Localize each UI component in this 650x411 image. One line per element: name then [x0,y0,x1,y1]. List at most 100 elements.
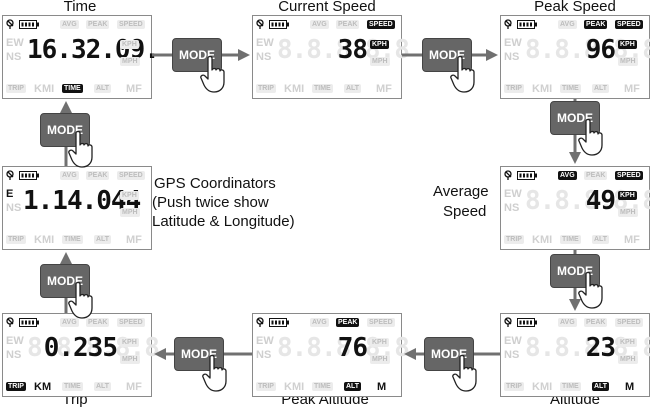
label-kmi: KMI [532,83,553,95]
badge-trip: TRIP [6,84,26,93]
mode-button-label: MODE [179,48,215,62]
label-ns: NS [504,349,520,361]
mode-button-peak-altitude-to-trip[interactable]: MODE [174,337,224,371]
label-ew: EW [504,188,522,200]
label-kmi: KMI [34,83,55,95]
badge-avg: AVG [558,20,577,29]
label-ew: EW [256,37,274,49]
pointing-hand-icon [200,56,225,93]
badge-peak: PEAK [584,171,608,180]
badge-alt: ALT [94,235,112,244]
satellite-icon [6,170,14,181]
current-speed-readout: 38 [337,35,368,65]
battery-icon [19,20,40,29]
label-mf: MF [126,381,142,393]
mode-button-average-to-altitude[interactable]: MODE [550,254,600,288]
badge-trip: TRIP [504,235,524,244]
badge-avg: AVG [60,171,79,180]
caption-average-line2: Speed [443,203,487,220]
battery-icon [19,171,40,180]
battery-icon [269,318,290,327]
badge-kph: KPH [120,338,139,347]
badge-speed-active: SPEED [615,171,643,180]
caption-gps-line2: (Push twice show [152,194,269,211]
label-m-active: M [377,381,387,393]
badge-trip-active: TRIP [6,382,26,391]
display-panel-peak-altitude: AVG PEAK SPEED EW NS 8.8.8.8.8 76 KPH MP… [252,313,410,397]
pointing-hand-icon [450,56,475,93]
mode-button-gps-to-time[interactable]: MODE [40,113,90,147]
mode-button-peak-to-average-speed[interactable]: MODE [550,101,600,135]
caption-gps-line3: Latitude & Longitude) [152,213,295,230]
badge-avg: AVG [60,20,79,29]
display-panel-peak-speed: AVG PEAK SPEED EW NS 8.8.8.8.8 96 KPH MP… [500,15,650,99]
badge-alt: ALT [94,84,112,93]
badge-mph: MPH [120,355,140,364]
caption-peak-speed: Peak Speed [534,0,616,15]
badge-peak: PEAK [336,20,360,29]
badge-speed-active: SPEED [615,20,643,29]
badge-alt-active: ALT [344,382,362,391]
display-panel-current-speed: AVG PEAK SPEED EW NS 8.8.8.8.8 38 KPH MP… [252,15,410,99]
mode-button-label: MODE [47,274,83,288]
label-ns: NS [6,202,22,214]
mode-button-trip-to-gps[interactable]: MODE [40,264,90,298]
label-ns: NS [504,202,520,214]
badge-mph: MPH [618,57,638,66]
label-km-active: KM [34,381,52,393]
label-ew: EW [504,37,522,49]
badge-trip: TRIP [504,382,524,391]
label-ns: NS [6,349,22,361]
peak-speed-readout: 96 [585,35,616,65]
satellite-icon [504,170,512,181]
display-panel-gps: AVG PEAK SPEED E NS 1.14.044 KPH MPH TRI… [2,166,152,250]
label-ew: EW [256,335,274,347]
satellite-icon [504,19,512,30]
badge-trip: TRIP [504,84,524,93]
badge-mph: MPH [618,355,638,364]
badge-kph: KPH [120,40,139,49]
badge-time: TIME [560,84,581,93]
satellite-icon [6,317,14,328]
pointing-hand-icon [68,131,93,168]
badge-alt: ALT [94,382,112,391]
label-ew: EW [6,335,24,347]
badge-kph-active: KPH [370,40,389,49]
label-ns: NS [6,51,22,63]
mode-button-label: MODE [557,111,593,125]
badge-kph: KPH [370,338,389,347]
caption-gps-line1: GPS Coordinators [154,175,276,192]
badge-speed: SPEED [117,171,145,180]
badge-time-active: TIME [62,84,83,93]
label-mf: MF [624,234,640,246]
label-kmi: KMI [284,83,305,95]
badge-time: TIME [312,382,333,391]
mode-button-time-to-current-speed[interactable]: MODE [172,38,222,72]
battery-icon [517,171,538,180]
pointing-hand-icon [202,355,227,392]
mode-button-label: MODE [431,347,467,361]
time-readout: 16.32.09. [27,35,160,65]
badge-speed: SPEED [117,318,145,327]
average-speed-readout: 49 [585,186,616,216]
label-kmi: KMI [532,381,553,393]
badge-time: TIME [62,235,83,244]
badge-kph-active: KPH [618,191,637,200]
badge-kph-active: KPH [618,40,637,49]
badge-avg: AVG [60,318,79,327]
mode-button-current-to-peak-speed[interactable]: MODE [422,38,472,72]
badge-time: TIME [62,382,83,391]
badge-time: TIME [312,84,333,93]
gps-readout: 1.14.044 [23,186,141,216]
badge-speed: SPEED [615,318,643,327]
label-kmi: KMI [34,234,55,246]
mode-button-label: MODE [557,264,593,278]
badge-time: TIME [560,235,581,244]
caption-current-speed: Current Speed [278,0,376,15]
label-ns: NS [504,51,520,63]
mode-button-label: MODE [47,123,83,137]
badge-avg-active: AVG [558,171,577,180]
trip-readout: 0.235 [43,333,118,363]
mode-button-altitude-to-peak-altitude[interactable]: MODE [424,337,474,371]
satellite-icon [504,317,512,328]
